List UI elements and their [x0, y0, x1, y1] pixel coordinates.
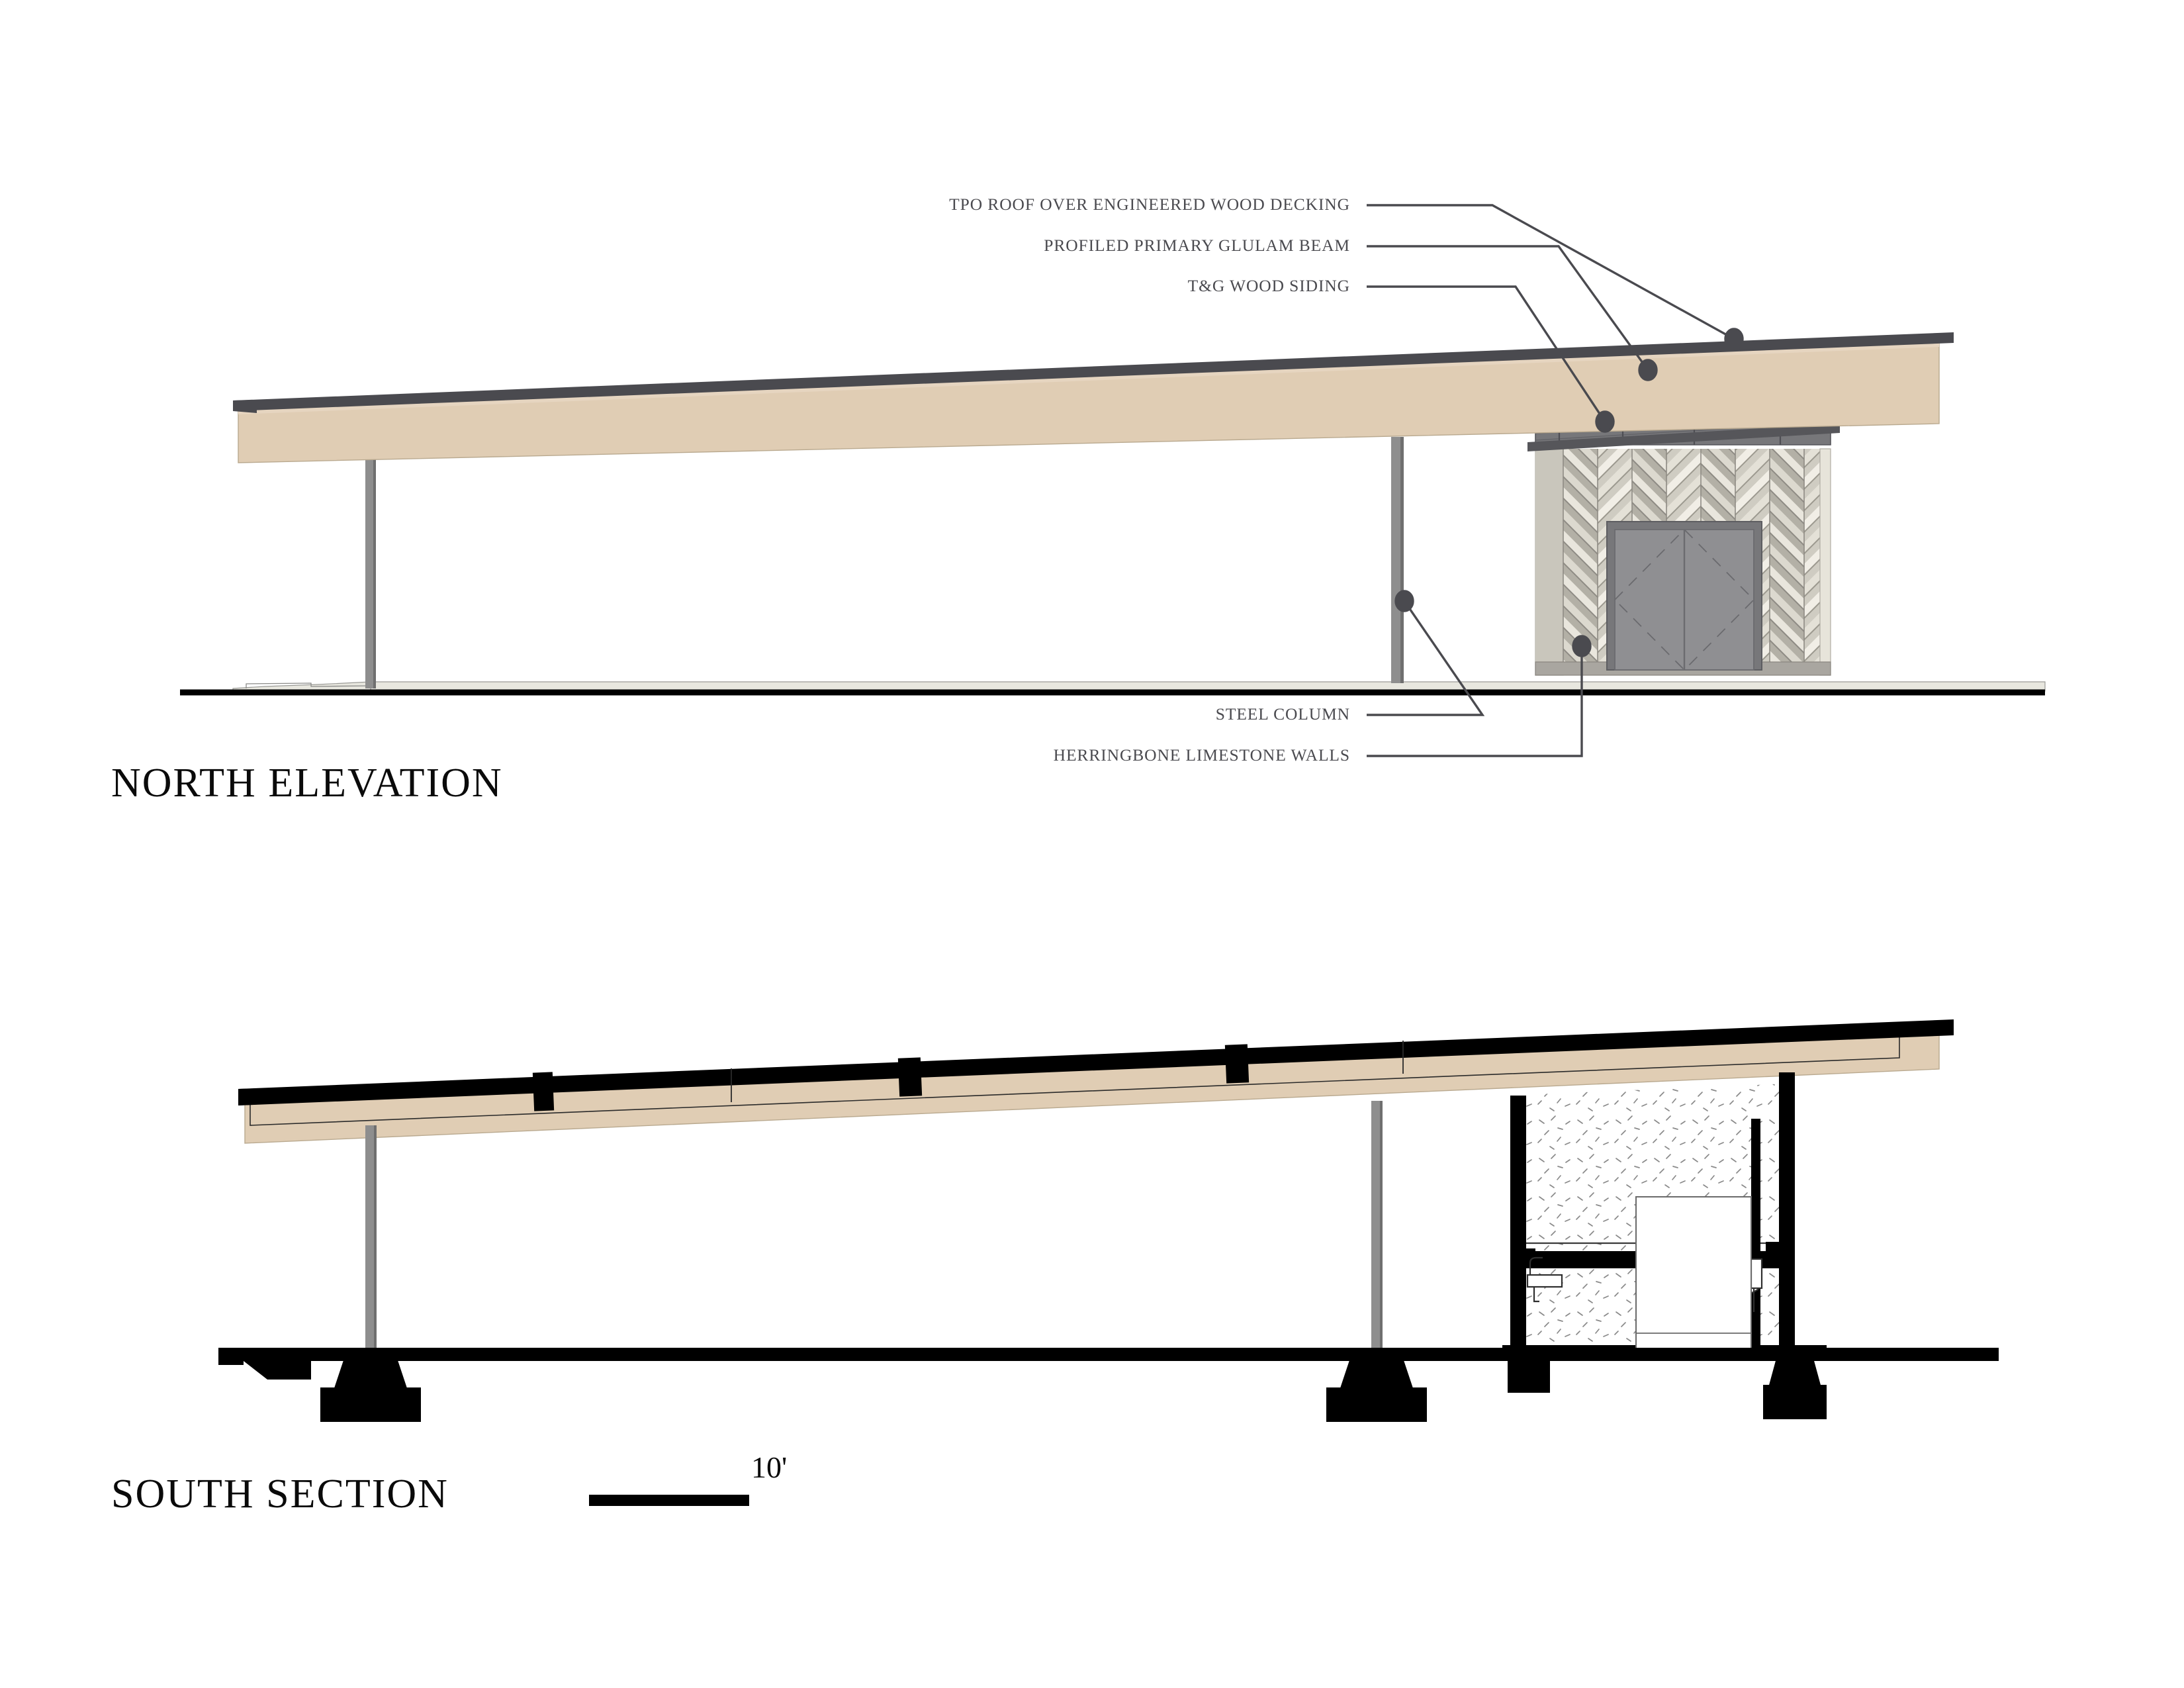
toilet-partition-panel — [1635, 1196, 1752, 1350]
elevation-roof-assembly — [233, 332, 1954, 463]
scale-bar — [589, 1495, 749, 1506]
section-roof-assembly — [238, 1019, 1954, 1144]
page-title-north-elevation: NORTH ELEVATION — [111, 761, 503, 806]
annotation-label-steel-column: STEEL COLUMN — [1215, 704, 1350, 724]
elevation-slab-steps — [246, 682, 371, 688]
south-section-drawing — [218, 1019, 1999, 1422]
section-steel-columns — [365, 1101, 1383, 1357]
annotation-leaders — [1367, 204, 1744, 757]
leader-glulam-beam — [1367, 245, 1649, 371]
leader-limestone-walls — [1367, 646, 1583, 757]
annotation-label-glulam-beam: PROFILED PRIMARY GLULAM BEAM — [1044, 236, 1350, 255]
lavatory-icon — [1526, 1256, 1563, 1303]
leader-tpo-roof — [1367, 204, 1735, 340]
page-title-south-section: SOUTH SECTION — [111, 1472, 449, 1517]
north-elevation-drawing — [180, 332, 2046, 696]
elevation-restroom-volume — [1527, 404, 1840, 676]
scale-bar-label: 10' — [751, 1450, 788, 1484]
section-plumbing-fixtures — [1526, 1196, 1763, 1350]
leader-steel-column — [1367, 600, 1485, 716]
annotation-label-herringbone-limestone-walls: HERRINGBONE LIMESTONE WALLS — [1053, 745, 1350, 765]
section-footings — [218, 1348, 1999, 1422]
annotation-label-tg-wood-siding: T&G WOOD SIDING — [1187, 276, 1350, 295]
leader-tg-siding — [1367, 285, 1606, 422]
elevation-steel-columns — [365, 437, 1404, 688]
elevation-entry-door[interactable] — [1606, 521, 1762, 671]
annotation-label-tpo-roof: TPO ROOF OVER ENGINEERED WOOD DECKING — [949, 195, 1350, 214]
